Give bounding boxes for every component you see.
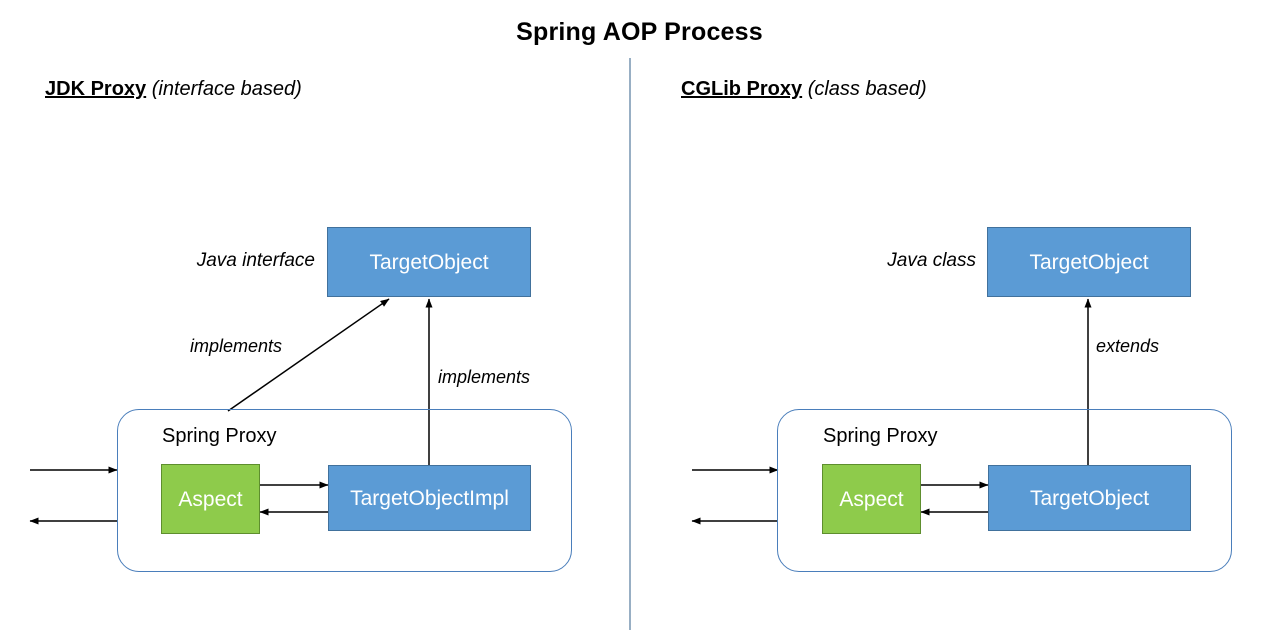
left-implements-vertical-label: implements bbox=[438, 367, 531, 387]
left-target-object-label: TargetObject bbox=[369, 250, 489, 274]
right-extends-label: extends bbox=[1096, 336, 1160, 356]
left-section-heading: JDK Proxy (interface based) bbox=[45, 78, 302, 101]
left-spring-proxy-title: Spring Proxy bbox=[162, 425, 277, 447]
left-target-object-node[interactable]: TargetObject bbox=[327, 227, 531, 297]
page-title: Spring AOP Process bbox=[516, 18, 763, 46]
right-spring-proxy-title: Spring Proxy bbox=[823, 425, 938, 447]
right-heading-name: CGLib Proxy bbox=[681, 78, 803, 100]
right-aspect-label: Aspect bbox=[839, 487, 904, 511]
right-target-object-node[interactable]: TargetObject bbox=[987, 227, 1191, 297]
right-target-object-label: TargetObject bbox=[1029, 250, 1149, 274]
left-target-object-impl-label: TargetObjectImpl bbox=[350, 486, 509, 510]
left-heading-name: JDK Proxy bbox=[45, 78, 147, 100]
left-aspect-label: Aspect bbox=[178, 487, 243, 511]
right-heading-sub: (class based) bbox=[807, 78, 927, 100]
left-implements-diagonal-label: implements bbox=[190, 336, 283, 356]
right-type-label: Java class bbox=[887, 250, 976, 271]
right-section-heading: CGLib Proxy (class based) bbox=[681, 78, 927, 101]
right-spring-proxy-container[interactable] bbox=[777, 409, 1232, 572]
left-spring-proxy-container[interactable] bbox=[117, 409, 572, 572]
right-target-object-inner-label: TargetObject bbox=[1029, 486, 1150, 510]
right-target-object-inner-node[interactable]: TargetObject bbox=[988, 465, 1191, 531]
left-type-label: Java interface bbox=[196, 250, 315, 271]
left-heading-sub: (interface based) bbox=[151, 78, 302, 100]
left-target-object-impl-node[interactable]: TargetObjectImpl bbox=[328, 465, 531, 531]
right-aspect-node[interactable]: Aspect bbox=[822, 464, 921, 534]
left-aspect-node[interactable]: Aspect bbox=[161, 464, 260, 534]
